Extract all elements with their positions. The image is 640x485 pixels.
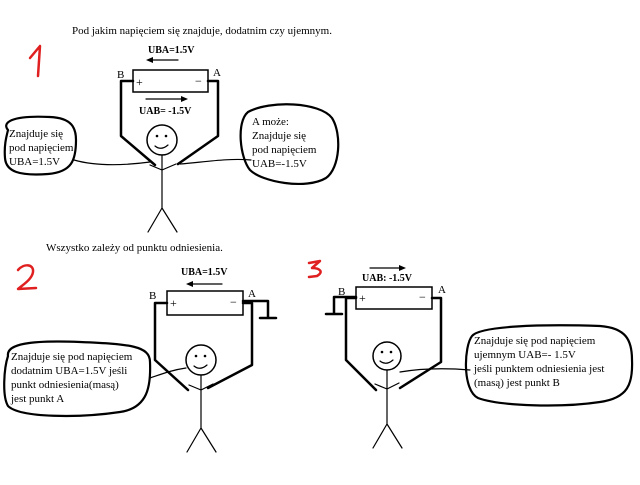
right-bubble-tail [179, 158, 252, 165]
left-speech-bubble [3, 115, 78, 176]
uab-label: UAB: -1.5V [362, 273, 413, 284]
figure-eye [203, 354, 207, 358]
bubble-tail [399, 368, 471, 373]
uab-arrowhead [399, 265, 406, 271]
figure-eye [194, 354, 198, 358]
figure-head [185, 344, 217, 376]
terminal-b: B [338, 286, 345, 298]
speech-bubble [3, 340, 152, 417]
terminal-b: B [117, 69, 124, 81]
panel-number-2 [16, 264, 38, 291]
terminal-a: A [438, 284, 446, 296]
battery-minus: − [419, 290, 426, 304]
figure-smile [379, 359, 394, 364]
figure-smile [193, 364, 208, 369]
right-wire [206, 301, 254, 390]
left-wire [344, 296, 378, 392]
figure-body [186, 374, 217, 453]
left-wire [119, 79, 157, 167]
right-wire [176, 79, 220, 166]
battery [166, 290, 244, 316]
left-bubble-text: Znajduje się pod napięciem UBA=1.5V [9, 128, 76, 168]
right-bubble-text: A może: Znajduje się pod napięciem UAB=-… [252, 116, 319, 170]
figure-body [147, 154, 178, 233]
battery-minus: − [230, 295, 237, 309]
figure-eye [389, 350, 393, 354]
battery-plus: + [359, 291, 366, 305]
panel-2: UBA=1.5V + − B A Znajduje się pod napięc… [3, 267, 278, 453]
panel-number-3 [307, 259, 322, 279]
terminal-a: A [248, 288, 256, 300]
panel-number-1 [28, 44, 42, 78]
figure-eye [164, 134, 168, 138]
terminal-a: A [213, 67, 221, 79]
bubble-tail [149, 367, 187, 379]
figure-head [372, 341, 402, 371]
left-wire [153, 301, 190, 392]
figure-smile [154, 144, 169, 149]
question-text: Pod jakim napięciem się znajduje, dodatn… [72, 25, 332, 37]
panel-1: UBA=1.5V + − B A UAB= -1.5V Znajduje się… [3, 45, 340, 233]
uab-label: UAB= -1.5V [139, 106, 192, 117]
figure-body [372, 369, 403, 449]
panel-3: UAB: -1.5V + − B A Znajduje się pod napi… [324, 265, 634, 449]
figure-eye [380, 350, 384, 354]
reference-note: Wszystko zależy od punktu odniesienia. [46, 242, 223, 254]
figure-head [146, 124, 178, 156]
battery-minus: − [195, 74, 202, 88]
ground-symbol [241, 299, 278, 320]
bubble-text: Znajduje się pod napięciem ujemnym UAB=-… [473, 335, 607, 389]
speech-bubble [464, 324, 634, 407]
uba-label: UBA=1.5V [181, 267, 228, 278]
bubble-text: Znajduje się pod napięciem dodatnim UBA=… [10, 351, 135, 405]
figure-eye [155, 134, 159, 138]
battery-plus: + [170, 296, 177, 310]
terminal-b: B [149, 290, 156, 302]
right-wire [398, 296, 443, 390]
right-speech-bubble [239, 103, 340, 185]
left-bubble-tail [73, 159, 151, 166]
uab-arrowhead [181, 96, 188, 102]
uba-arrowhead [146, 57, 153, 63]
uba-arrowhead [186, 281, 193, 287]
battery-plus: + [136, 75, 143, 89]
ground-symbol [324, 295, 358, 316]
uba-label: UBA=1.5V [148, 45, 195, 56]
